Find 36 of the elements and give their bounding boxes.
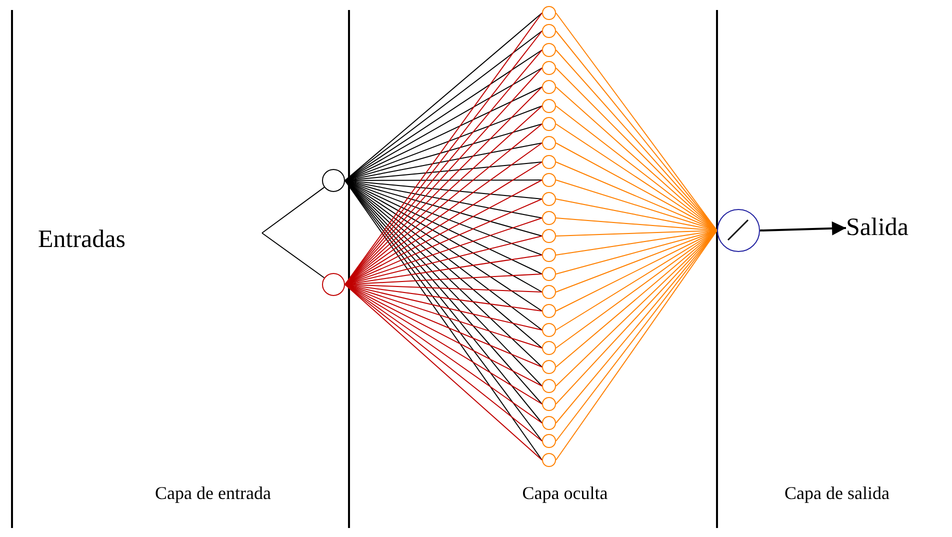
neuron-circle [542,378,556,392]
neuron-circle [542,117,556,132]
layer-title: Salida [846,213,908,243]
neuron-circle [542,434,556,448]
neuron-circle [542,24,556,38]
output-neuron-circle [717,209,760,252]
layer-label: Capa oculta [522,482,608,504]
neuron-circle [542,285,556,300]
neuron-circle [542,322,556,337]
neuron-circle [542,397,556,412]
layer-title: Entradas [38,225,126,255]
neuron-circle [542,360,556,374]
neuron-circle [542,61,556,76]
layer-label: Capa de entrada [155,482,271,504]
neuron-circle [542,266,556,281]
neuron-circle [322,273,345,296]
neuron-circle [542,416,556,430]
neuron-circle [542,210,556,225]
neuron-circle [542,192,556,206]
neuron-circle [542,6,556,20]
neuron-circle [542,248,556,262]
connection-line [262,232,325,278]
arrow [760,221,846,236]
layer-label: Capa de salida [784,482,890,504]
neuron-circle [542,173,556,188]
neuron-circle [542,341,556,356]
neuron-circle [542,304,556,318]
connection-line [262,186,325,234]
neuron-circle [542,136,556,150]
neuron-circle [542,98,556,113]
neuron-circle [542,229,556,244]
neuron-circle [542,42,556,57]
neuron-circle [542,80,556,94]
neuron-circle [542,154,556,169]
neuron-circle [542,453,556,468]
neuron-circle [322,169,345,192]
